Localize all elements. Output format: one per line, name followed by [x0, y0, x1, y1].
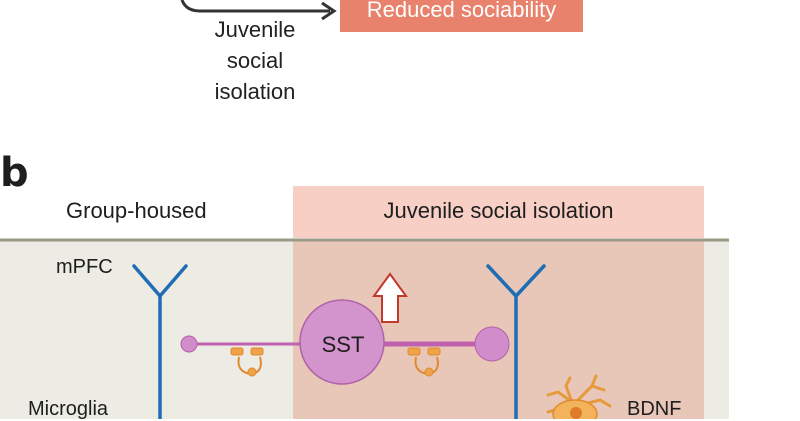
microglia-label: Microglia	[28, 398, 109, 420]
group-housed-region	[0, 240, 293, 419]
microglia-nucleus	[570, 407, 582, 419]
bdnf-label: BDNF	[627, 398, 682, 420]
sst-cell-body	[299, 299, 385, 385]
right-margin-region	[704, 240, 729, 419]
increase-arrow-icon	[372, 272, 408, 323]
panel-label-b: b	[0, 150, 29, 196]
isolation-arrow	[180, 0, 330, 13]
group-housed-header: Group-housed	[66, 198, 207, 223]
mpfc-label: mPFC	[56, 256, 113, 278]
isolation-header: Juvenile social isolation	[383, 198, 614, 223]
juvenile-isolation-caption: Juvenile social isolation	[214, 17, 296, 104]
isolation-header-background	[293, 186, 704, 238]
sst-terminal-right	[474, 326, 510, 362]
reduced-sociability-box: Reduced sociability	[340, 0, 583, 32]
synapse-left-icon	[230, 347, 264, 377]
right-neuron	[486, 264, 546, 419]
left-neuron	[132, 264, 188, 419]
isolation-arrowhead	[321, 1, 337, 21]
sst-label: SST	[321, 332, 365, 357]
sst-terminal-left	[180, 335, 198, 353]
synapse-right-icon	[407, 347, 441, 377]
